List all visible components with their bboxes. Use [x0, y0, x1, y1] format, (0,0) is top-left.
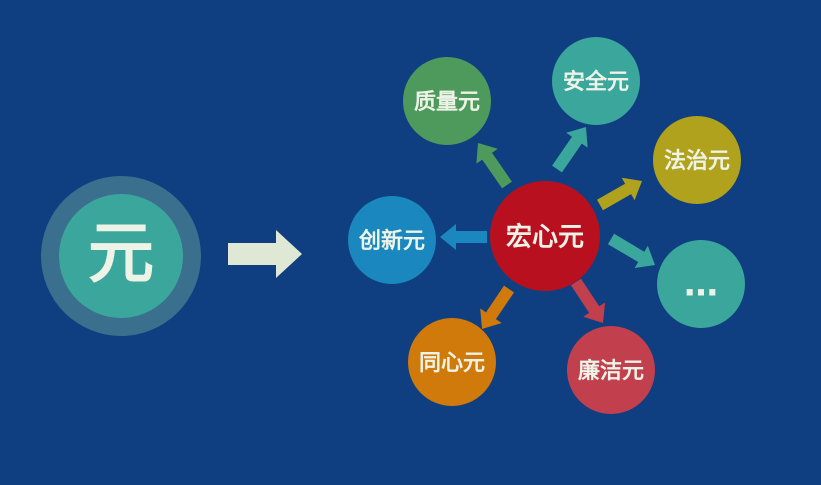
- node-innovation-circle: [348, 196, 436, 284]
- arrow-to-unity-icon: [480, 285, 514, 329]
- arrow-to-integrity-icon: [571, 278, 606, 323]
- spoke-arrows: [440, 127, 655, 329]
- node-more-label: …: [684, 265, 718, 305]
- node-innovation-label: 创新元: [358, 228, 425, 254]
- node-more-circle: [657, 240, 745, 328]
- arrow-to-innovation-icon: [440, 224, 487, 250]
- node-safety-circle: [552, 37, 640, 125]
- center-circle: [490, 181, 600, 291]
- node-unity-label: 同心元: [419, 351, 485, 376]
- source-node: 元: [41, 176, 201, 336]
- node-safety-label: 安全元: [563, 69, 629, 95]
- node-rule-of-law-label: 法治元: [664, 148, 730, 174]
- center-node: 宏心元: [490, 181, 600, 291]
- node-integrity-label: 廉洁元: [578, 358, 644, 384]
- node-quality: 质量元: [403, 57, 491, 145]
- node-quality-circle: [403, 57, 491, 145]
- node-integrity-circle: [567, 326, 655, 414]
- big-right-arrow-icon: [228, 230, 302, 278]
- node-unity: 同心元: [408, 318, 496, 406]
- arrow-to-rule-of-law-icon: [597, 177, 642, 211]
- arrow-to-safety-icon: [552, 127, 588, 173]
- center-label: 宏心元: [506, 222, 584, 253]
- node-safety: 安全元: [552, 37, 640, 125]
- arrow-to-quality-icon: [476, 143, 512, 189]
- node-integrity: 廉洁元: [567, 326, 655, 414]
- node-rule-of-law: 法治元: [653, 116, 741, 204]
- node-quality-label: 质量元: [414, 90, 480, 115]
- node-unity-circle: [408, 318, 496, 406]
- source-inner-circle: [59, 194, 183, 318]
- node-more: …: [657, 240, 745, 328]
- source-char: 元: [88, 215, 154, 292]
- node-rule-of-law-circle: [653, 116, 741, 204]
- node-innovation: 创新元: [348, 196, 436, 284]
- arrow-to-more-icon: [607, 233, 655, 269]
